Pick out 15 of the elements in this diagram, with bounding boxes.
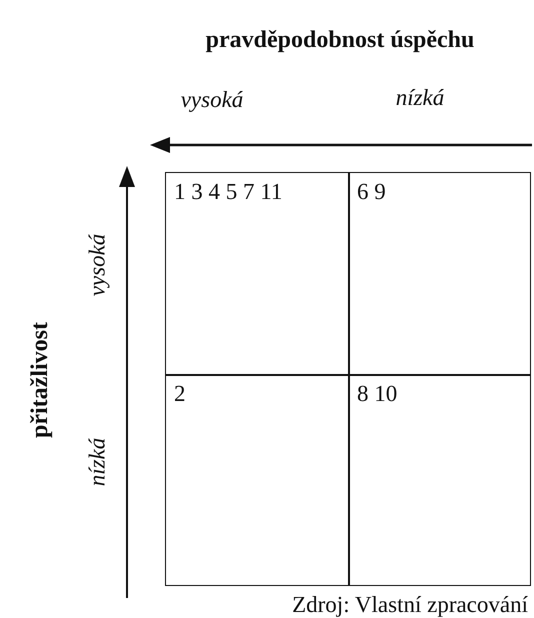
axis-value-label: nízká — [396, 86, 444, 109]
cell-numbers: 8 10 — [357, 381, 398, 406]
axis-value-label: nízká — [86, 438, 108, 486]
axis-value-label: vysoká — [180, 88, 244, 111]
axis-title: přitažlivost — [28, 322, 52, 438]
matrix-cell — [165, 172, 350, 376]
cell-numbers: 2 — [174, 381, 186, 406]
matrix-cell — [165, 374, 350, 586]
cell-numbers: 6 9 — [357, 179, 386, 204]
matrix-cell — [348, 374, 531, 586]
axis-value-label: vysoká — [86, 234, 108, 296]
cell-numbers: 1 3 4 5 7 11 — [174, 179, 282, 204]
chart-title: pravděpodobnost úspěchu — [206, 28, 474, 52]
matrix-cell — [348, 172, 531, 376]
source-caption: Zdroj: Vlastní zpracování — [292, 593, 528, 616]
